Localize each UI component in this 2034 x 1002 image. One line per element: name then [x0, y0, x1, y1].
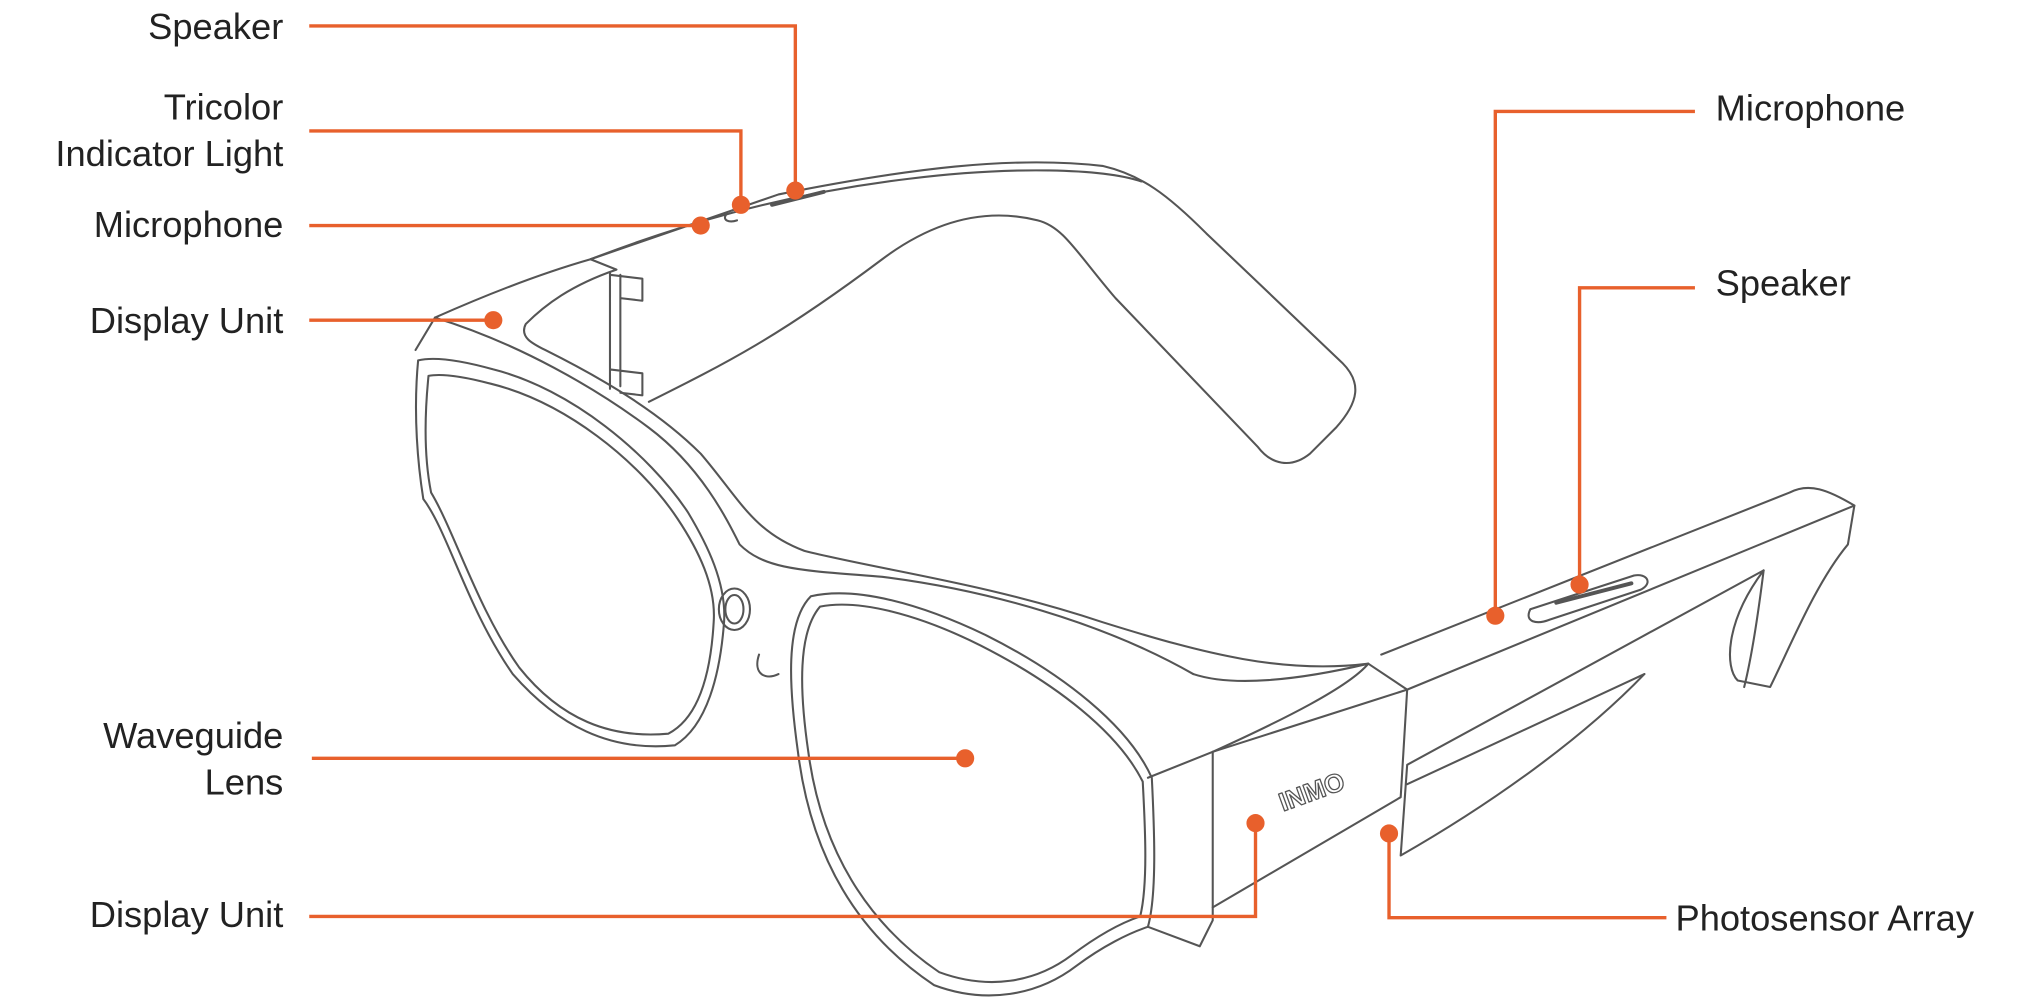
- label-speaker-top: Speaker: [148, 6, 283, 47]
- leader-microphone-right: [1493, 109, 1695, 616]
- leader-photosensor: [1387, 833, 1667, 920]
- marker-display-unit-top: [484, 311, 503, 330]
- marker-microphone-right: [1486, 606, 1505, 625]
- marker-waveguide: [956, 749, 975, 768]
- label-speaker-right: Speaker: [1716, 263, 1851, 304]
- marker-microphone-left: [691, 216, 710, 235]
- marker-speaker-top: [786, 181, 805, 200]
- marker-photosensor: [1379, 824, 1399, 843]
- label-tricolor-line2: Indicator Light: [55, 133, 283, 174]
- label-microphone-left: Microphone: [94, 204, 284, 245]
- label-photosensor: Photosensor Array: [1675, 898, 1974, 939]
- leader-lines: [309, 24, 1695, 920]
- leader-display-unit-bottom: [309, 823, 1258, 919]
- labels: Speaker Tricolor Indicator Light Microph…: [55, 6, 1974, 939]
- label-display-unit-bottom: Display Unit: [90, 894, 284, 935]
- leader-speaker-right: [1577, 286, 1695, 585]
- marker-speaker-right: [1570, 575, 1589, 594]
- leader-tricolor: [309, 129, 743, 205]
- leader-speaker-top: [309, 24, 798, 191]
- label-waveguide-line1: Waveguide: [103, 715, 283, 756]
- brand-logo: INMO: [1276, 768, 1349, 817]
- marker-tricolor: [731, 195, 750, 214]
- label-microphone-right: Microphone: [1716, 88, 1906, 129]
- label-tricolor-line1: Tricolor: [164, 86, 284, 127]
- label-display-unit-top: Display Unit: [90, 300, 284, 341]
- marker-display-unit-bottom: [1246, 814, 1265, 833]
- label-waveguide-line2: Lens: [205, 762, 284, 803]
